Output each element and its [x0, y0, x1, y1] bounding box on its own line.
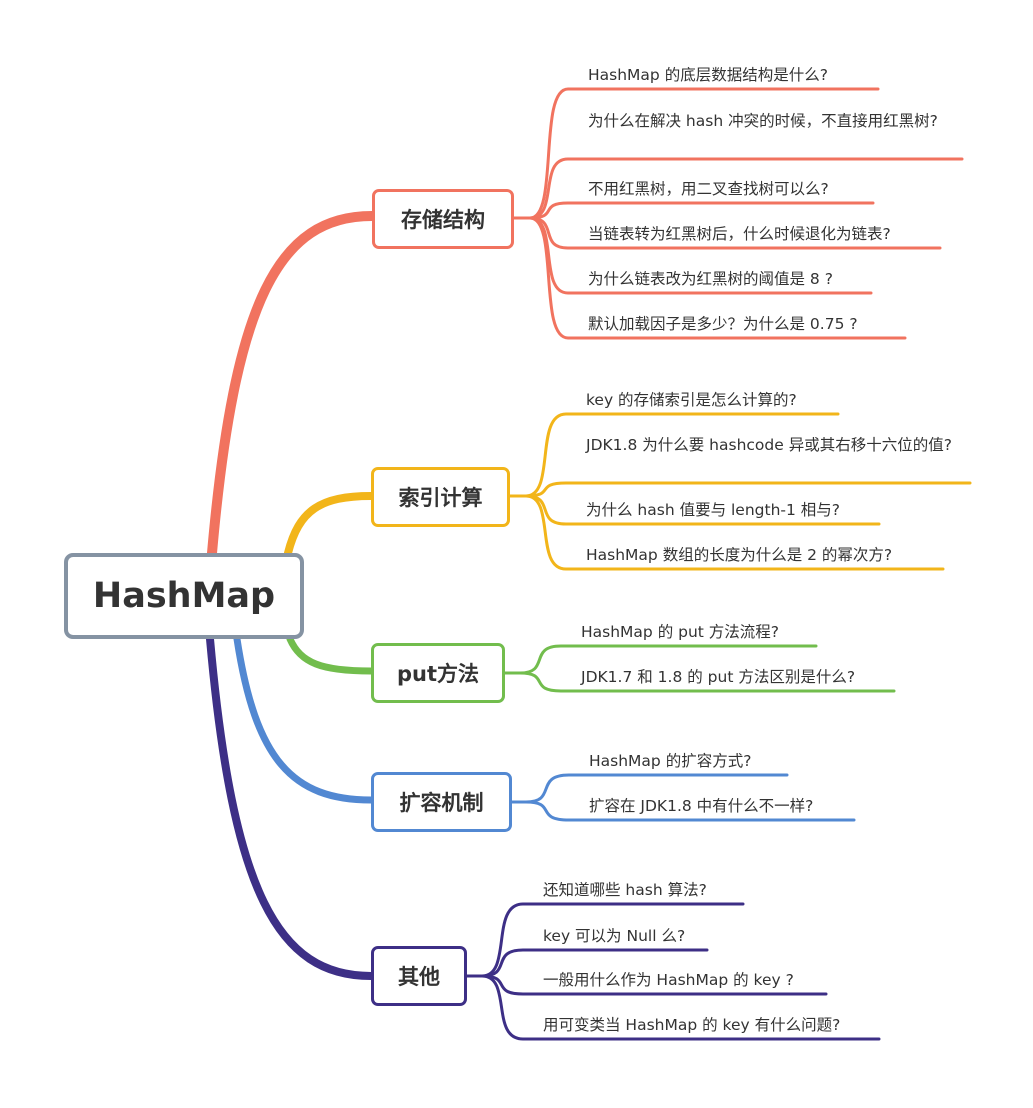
leaf-connector — [518, 671, 896, 693]
branch-connector — [233, 635, 375, 804]
branch-connector — [207, 211, 377, 558]
leaf-item[interactable]: key 可以为 Null 么? — [543, 927, 686, 945]
leaf-item[interactable]: key 的存储索引是怎么计算的? — [586, 391, 797, 409]
branch-node-put-method[interactable]: put方法 — [371, 643, 505, 703]
leaf-item[interactable]: 还知道哪些 hash 算法? — [543, 881, 707, 899]
leaf-item[interactable]: HashMap 数组的长度为什么是 2 的幂次方? — [586, 546, 893, 564]
leaf-connector — [480, 974, 881, 1041]
leaf-connector — [524, 773, 789, 804]
leaf-connector — [524, 800, 856, 822]
leaf-connector — [480, 902, 745, 978]
branch-node-index-calculation[interactable]: 索引计算 — [371, 467, 510, 527]
leaf-item[interactable]: 不用红黑树，用二叉查找树可以么? — [588, 180, 829, 198]
leaf-item[interactable]: 扩容在 JDK1.8 中有什么不一样? — [589, 797, 814, 815]
leaf-item[interactable]: 为什么链表改为红黑树的阈值是 8 ? — [588, 270, 833, 288]
leaf-connector — [524, 494, 945, 571]
branch-node-other[interactable]: 其他 — [371, 946, 467, 1006]
branch-connector — [286, 635, 375, 675]
leaf-connector — [480, 948, 709, 978]
branch-node-resize-mechanism[interactable]: 扩容机制 — [371, 772, 512, 832]
leaf-item[interactable]: 当链表转为红黑树后，什么时候退化为链表? — [588, 225, 891, 243]
leaf-item[interactable]: 用可变类当 HashMap 的 key 有什么问题? — [543, 1016, 841, 1034]
leaf-item[interactable]: 默认加载因子是多少？为什么是 0.75 ? — [588, 315, 858, 333]
leaf-item[interactable]: HashMap 的 put 方法流程? — [581, 623, 780, 641]
leaf-connector — [528, 87, 880, 220]
leaf-item[interactable]: JDK1.8 为什么要 hashcode 异或其右移十六位的值? — [586, 436, 952, 454]
leaf-item[interactable]: 为什么在解决 hash 冲突的时候，不直接用红黑树? — [588, 112, 938, 130]
leaf-item[interactable]: JDK1.7 和 1.8 的 put 方法区别是什么? — [581, 668, 856, 686]
leaf-connector — [528, 201, 875, 220]
branch-connector — [206, 635, 375, 980]
leaf-item[interactable]: 为什么 hash 值要与 length-1 相与? — [586, 501, 841, 519]
leaf-connector — [528, 216, 907, 340]
branch-connector — [284, 492, 375, 557]
leaf-item[interactable]: HashMap 的底层数据结构是什么? — [588, 66, 828, 84]
root-node[interactable]: HashMap — [64, 553, 304, 639]
branch-node-storage-structure[interactable]: 存储结构 — [372, 189, 514, 249]
leaf-connector — [528, 157, 964, 220]
leaf-item[interactable]: 一般用什么作为 HashMap 的 key ? — [543, 971, 794, 989]
leaf-connector — [518, 644, 818, 675]
leaf-connector — [524, 481, 972, 498]
leaf-item[interactable]: HashMap 的扩容方式? — [589, 752, 752, 770]
leaf-connector — [524, 412, 840, 498]
